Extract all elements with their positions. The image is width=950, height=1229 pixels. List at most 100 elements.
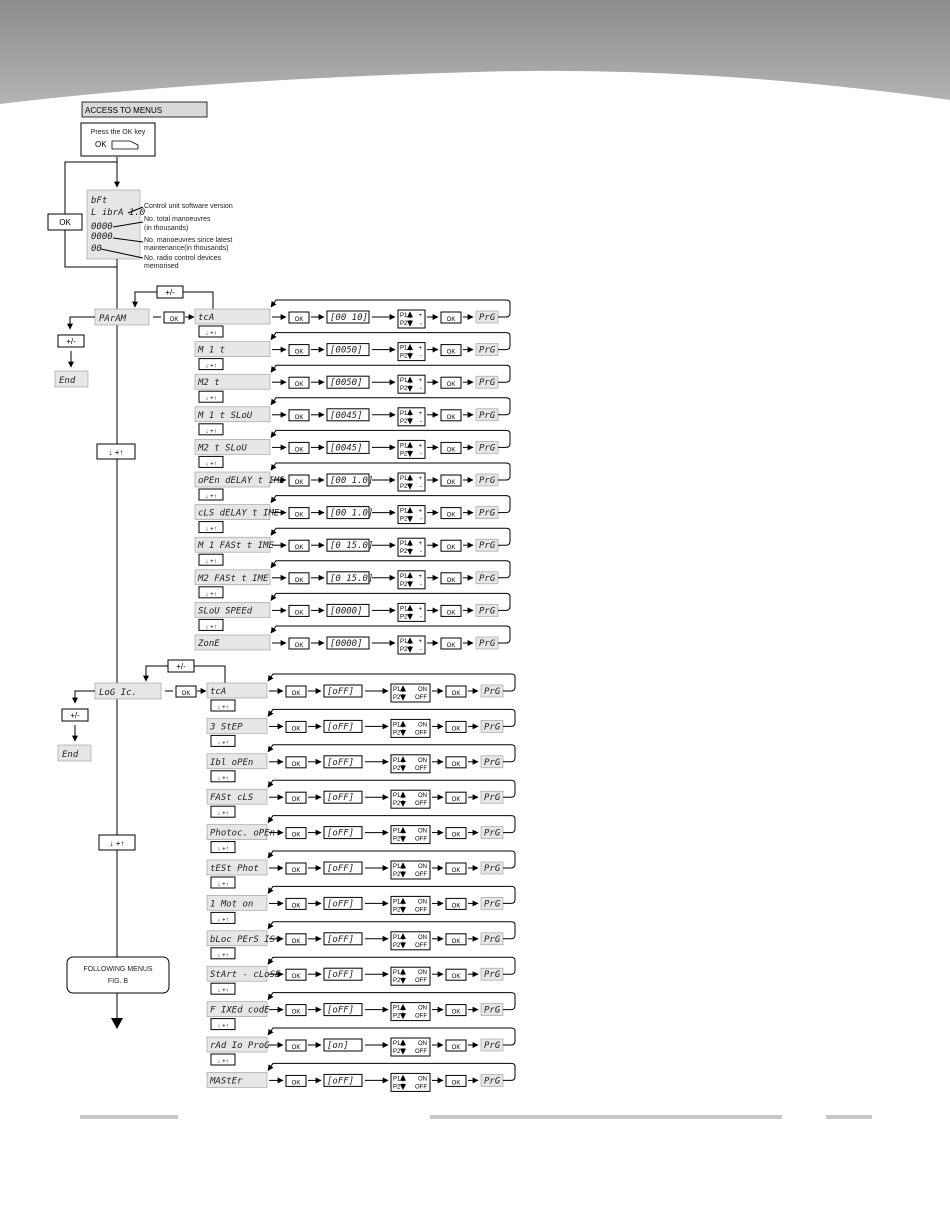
item-1-scroll — [210, 734, 236, 747]
item-5-value: [oFF] — [327, 864, 354, 874]
item-4-ok2 — [445, 827, 467, 840]
item-9-value-box — [326, 603, 370, 617]
item-1-ok2-text: OK — [447, 350, 456, 356]
item-6-name: cLS dELAY t IME — [198, 509, 280, 519]
item-0-p4: OFF — [415, 695, 427, 701]
item-3-name: FASt cLS — [210, 793, 254, 803]
item-3-p2: P2 — [400, 419, 408, 425]
item-8-value-box — [323, 967, 363, 981]
item-3-value: [0045] — [330, 411, 363, 421]
item-3-return — [270, 397, 511, 416]
item-6-ok1-text: OK — [295, 513, 304, 519]
item-6-p1: P1 — [393, 899, 401, 905]
item-1-ok1 — [288, 344, 310, 357]
item-0-scroll — [210, 699, 236, 712]
item-3-ok1-text: OK — [295, 415, 304, 421]
item-7-p2: P2 — [400, 549, 408, 555]
item-4 — [206, 824, 268, 840]
item-8-p1: P1 — [393, 970, 401, 976]
item-0 — [206, 682, 268, 699]
item-9-scroll — [210, 1018, 236, 1031]
item-8-ok1 — [285, 968, 307, 981]
item-5-ok1 — [288, 474, 310, 487]
item-6 — [194, 504, 271, 520]
display-label-6: memorised — [144, 263, 179, 270]
item-8-p2: P2 — [400, 582, 408, 588]
display-panel — [86, 189, 141, 260]
item-7-p3: + — [418, 541, 422, 547]
item-9-p2: P2 — [393, 1014, 401, 1020]
item-8-scroll-text: ↓ +↑ — [217, 988, 228, 994]
item-3 — [194, 406, 271, 423]
item-6-return — [270, 495, 511, 514]
item-3-p3: ON — [418, 793, 427, 799]
item-1-value: [0050] — [330, 346, 363, 356]
item-2-ok1 — [288, 376, 310, 389]
item-5-ok1-text: OK — [295, 480, 304, 486]
item-1-ok2 — [440, 344, 462, 357]
item-0-value: [oFF] — [327, 687, 354, 697]
item-0-ok2-text: OK — [452, 691, 461, 697]
item-10-value: [0000] — [330, 639, 363, 649]
item-10-ok1-text: OK — [295, 643, 304, 649]
footer-rule-right — [826, 1115, 872, 1119]
press-ok-box — [80, 122, 156, 157]
plusminus-text: +/- — [165, 288, 175, 297]
item-3-value-box — [323, 790, 363, 804]
item-3-ok2-text: OK — [452, 797, 461, 803]
item-7 — [194, 536, 271, 553]
item-5-p-box — [397, 472, 426, 492]
item-4-return — [270, 429, 511, 448]
item-4-p1: P1 — [393, 829, 401, 835]
item-9-return — [270, 592, 511, 611]
item-1 — [206, 718, 268, 734]
item-5-ok2-text: OK — [447, 480, 456, 486]
item-7-ok2 — [445, 933, 467, 946]
item-10-value: [on] — [327, 1041, 349, 1051]
item-3-scroll-text: ↓ +↑ — [205, 429, 216, 435]
item-5-scroll — [198, 488, 224, 501]
item-0-p4: - — [420, 321, 422, 327]
item-8-return — [270, 560, 511, 579]
item-7-p2: P2 — [393, 943, 401, 949]
item-7-value: [oFF] — [327, 935, 354, 945]
item-10-return — [267, 1027, 516, 1046]
menu-ok-box — [175, 685, 197, 698]
item-0-ok1-text: OK — [295, 317, 304, 323]
item-11-p2: P2 — [393, 1084, 401, 1090]
item-5-prg-text: PrG — [479, 476, 496, 486]
item-6-scroll — [210, 911, 236, 924]
item-7-ok1-text: OK — [292, 939, 301, 945]
item-6-p3: ON — [418, 899, 427, 905]
item-10-value-box — [326, 636, 370, 650]
item-7-ok1-text: OK — [295, 545, 304, 551]
item-6-scroll — [198, 521, 224, 534]
item-1-ok1-text: OK — [295, 350, 304, 356]
item-6-p2: P2 — [393, 907, 401, 913]
item-7-scroll-text: ↓ +↑ — [217, 953, 228, 959]
item-2-return — [270, 364, 511, 383]
menu-logic-label: LoG Ic. — [99, 688, 137, 698]
item-4-prg-text: PrG — [479, 443, 496, 453]
item-7-ok2 — [440, 539, 462, 552]
item-9-value-box — [323, 1003, 363, 1017]
item-0-p2: P2 — [393, 695, 401, 701]
exit-plusminus-box — [57, 334, 85, 348]
item-7-p-box — [397, 537, 426, 557]
item-9-ok1-text: OK — [295, 610, 304, 616]
item-1-p3: + — [418, 346, 422, 352]
item-9-value: [0000] — [330, 606, 363, 616]
item-8 — [194, 569, 271, 586]
item-10 — [194, 634, 271, 651]
item-7-value-box — [326, 538, 370, 552]
item-2-p-box — [397, 374, 426, 394]
item-5-p2: P2 — [393, 872, 401, 878]
item-8-value: [0 15.0] — [330, 574, 373, 584]
item-10-return — [270, 625, 511, 644]
item-7-scroll — [210, 947, 236, 960]
item-2-p2: P2 — [393, 766, 401, 772]
item-7-ok1 — [285, 933, 307, 946]
item-1 — [194, 341, 271, 357]
item-4-scroll — [198, 455, 224, 468]
display-line-3: 0000 — [91, 232, 113, 242]
